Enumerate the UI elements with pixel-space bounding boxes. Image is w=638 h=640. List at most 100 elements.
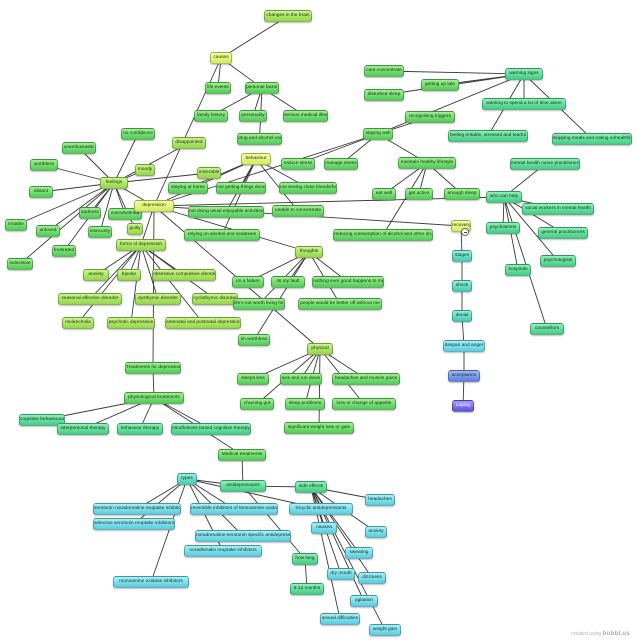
node-better-off[interactable]: people would be better off without me [298, 298, 382, 310]
node-irritable[interactable]: irritable [5, 219, 27, 231]
node-rima[interactable]: reversible inhibitors of Monoamine oxida… [190, 503, 278, 515]
node-antidepressants[interactable]: antidepressants [220, 480, 266, 492]
node-its-my-fault[interactable]: its my fault [271, 276, 305, 288]
node-reducing-alcohol[interactable]: reducing consumption of alcohol and othe… [333, 229, 433, 241]
node-warning-signs[interactable]: warning signs [505, 68, 543, 80]
node-worthless[interactable]: worthless [30, 159, 58, 171]
node-frustrated[interactable]: frustrated [52, 245, 76, 257]
node-psychotic-depression[interactable]: psychotic depression [107, 317, 155, 329]
node-recognising-triggers[interactable]: recognising triggers [405, 111, 455, 123]
node-ssri-serotonin[interactable]: serotonin noradrenaline reuptake inhibit… [93, 503, 181, 515]
node-psychiatrists[interactable]: psychiatrists [486, 222, 520, 234]
node-who-can-help[interactable]: who can help [486, 191, 522, 203]
node-mindfulness[interactable]: mindfulness based cognitive therapy [171, 423, 251, 435]
node-mental-health-nurse[interactable]: mental health nurse practitioners [510, 158, 580, 170]
node-monoamine-oxidase[interactable]: monoamine oxidase inhibitors [113, 576, 189, 588]
node-psychologists[interactable]: psychologists [540, 255, 576, 267]
node-tricyclic[interactable]: tricyclic antidepressants [289, 503, 353, 515]
node-forms-depression[interactable]: forms of depression [116, 239, 166, 251]
node-not-seeing-friends[interactable]: not seeing close friends/family [279, 182, 337, 194]
node-types[interactable]: types [177, 473, 197, 485]
node-disturbed-sleep[interactable]: disturbed sleep [364, 89, 404, 101]
node-weight-loss-gain[interactable]: significant weight loss or gain [284, 422, 354, 434]
node-melancholia[interactable]: melancholia [62, 317, 94, 329]
node-not-getting-done[interactable]: not getting things done [216, 182, 266, 194]
node-reduce-stress[interactable]: reduce stress [281, 158, 315, 170]
node-serious-medical[interactable]: serious medical illness [283, 110, 328, 122]
node-miserable[interactable]: miserable [197, 167, 221, 179]
node-distant[interactable]: distant [29, 186, 53, 198]
node-denial[interactable]: denial [452, 310, 472, 322]
node-sadness[interactable]: sadness [79, 207, 101, 219]
node-disappointed[interactable]: disappointed [172, 137, 206, 149]
node-ocd[interactable]: obsessive compulsive disorder [152, 269, 216, 281]
node-churning-gut[interactable]: churning gut [240, 398, 274, 410]
node-skipping-meals[interactable]: skipping meals and eating unhealthily [552, 133, 632, 145]
node-feelings[interactable]: feelings [100, 177, 128, 189]
node-coping[interactable]: coping [452, 400, 474, 412]
node-guilty[interactable]: guilty [127, 223, 143, 235]
node-dry-mouth[interactable]: dry mouth [327, 568, 355, 580]
node-cbt[interactable]: cognitive behavioural therapy [19, 414, 65, 426]
node-medical-treatments[interactable]: Medical treatments [218, 449, 266, 461]
node-stages[interactable]: stages [452, 250, 472, 262]
node-interpersonal[interactable]: interpersonal therapy [57, 423, 109, 435]
collapse-toggle-icon[interactable] [461, 228, 469, 236]
node-getting-up-late[interactable]: getting up late [421, 79, 459, 91]
node-behaviour-therapy[interactable]: behaviour therapy [117, 423, 163, 435]
node-sweating[interactable]: sweating [345, 547, 373, 559]
node-sick-run-down[interactable]: sick and run down [280, 373, 322, 385]
node-insecurity[interactable]: insecurity [88, 226, 112, 238]
node-not-enjoyable[interactable]: not doing usual enjoyable activities [188, 206, 264, 218]
node-life-not-worth[interactable]: life's not worth living for [233, 298, 285, 310]
node-dizziness[interactable]: dizziness [358, 572, 386, 584]
node-dysthymic[interactable]: dysthymic disorder [135, 293, 181, 305]
node-bipolar[interactable]: bipolar [117, 269, 141, 281]
node-enough-sleep[interactable]: enough sleep [444, 188, 480, 200]
node-life-events[interactable]: life events [205, 82, 231, 94]
node-headaches[interactable]: headaches [365, 494, 395, 506]
node-ssri-selective[interactable]: selective serotonin reuptake inhibitors [93, 518, 175, 530]
node-despair-anger[interactable]: despair and anger [443, 340, 485, 352]
node-anxiety-side[interactable]: anxiety [365, 526, 387, 538]
node-nari[interactable]: noradrenalin reuptake inhibitors [184, 545, 262, 557]
node-how-long[interactable]: how long [292, 553, 318, 565]
node-sleeps-less[interactable]: sleeps less [237, 373, 269, 385]
node-indecisive[interactable]: indecisive [7, 258, 33, 270]
node-cyclothymic[interactable]: cyclothymic disorder [192, 293, 238, 305]
node-shock[interactable]: shock [452, 280, 472, 292]
node-nothing-good[interactable]: nothing ever good happens to me [312, 276, 384, 288]
node-side-effects[interactable]: side effects [295, 481, 327, 493]
node-general-practitioners[interactable]: general practitioners [538, 227, 588, 239]
node-sleep-problems[interactable]: sleep problems [285, 398, 325, 410]
node-counsellors[interactable]: counsellors [530, 323, 564, 335]
node-healthy-lifestyle[interactable]: maintain healthy lifestyle [398, 157, 456, 169]
node-moody[interactable]: moody [135, 164, 155, 176]
node-changes-brain[interactable]: changes in the brain [264, 10, 312, 22]
node-relying-alcohol[interactable]: relying on alcohol and sedatives [184, 229, 260, 241]
node-sad[interactable]: seasonal affective disorder [58, 293, 122, 305]
node-wanting-alone[interactable]: wanting to spend a lot of time alone [482, 98, 566, 110]
node-staying-well[interactable]: staying well [363, 128, 393, 140]
node-behaviour[interactable]: behaviour [241, 153, 271, 165]
node-anxiety[interactable]: anxiety [83, 269, 109, 281]
node-eat-well[interactable]: eat well [372, 188, 396, 200]
node-social-workers[interactable]: social workers in mental health [522, 203, 594, 215]
node-family-history[interactable]: family history [194, 110, 228, 122]
node-im-failure[interactable]: im a failure [232, 276, 264, 288]
node-staying-home[interactable]: staying at home [168, 182, 208, 194]
node-get-active[interactable]: get active [405, 188, 433, 200]
node-treatments[interactable]: Treatments for depression [125, 362, 181, 374]
node-hospitals[interactable]: hospitals [505, 264, 531, 276]
node-drug-alcohol-use[interactable]: drug and alcohol use [237, 133, 282, 145]
node-weight-gain[interactable]: weight gain [369, 624, 401, 636]
node-psych-treatments[interactable]: physiological treatments [124, 392, 184, 404]
node-personality[interactable]: personality [239, 110, 267, 122]
node-cant-concentrate[interactable]: cant concentrate [364, 65, 404, 77]
node-physical[interactable]: physical [307, 343, 333, 355]
node-manage-stress[interactable]: manage stress [324, 158, 358, 170]
node-no-confidence[interactable]: no confidence [121, 128, 155, 140]
node-acceptance[interactable]: acceptance [448, 370, 480, 382]
node-thoughts[interactable]: thoughts [295, 246, 323, 258]
node-headaches-muscle[interactable]: headaches and muscle pains [332, 373, 400, 385]
